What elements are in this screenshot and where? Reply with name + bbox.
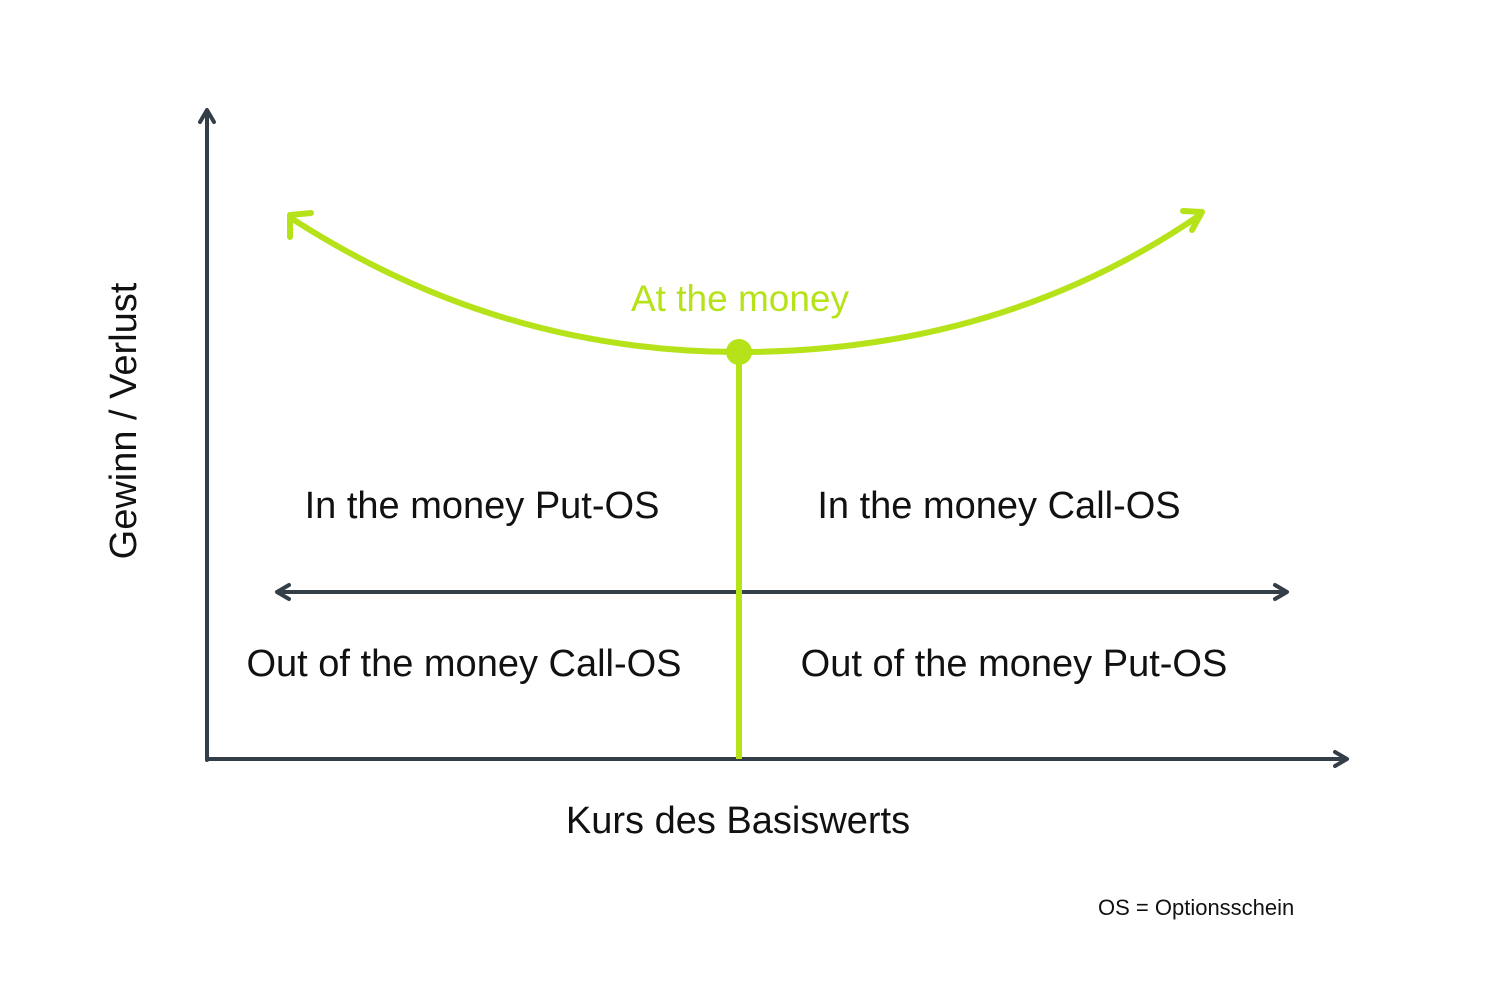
at-the-money-label: At the money [630, 278, 850, 319]
quadrant-label-top-left: In the money Put-OS [304, 485, 660, 527]
divider-right-arrowhead [1273, 583, 1289, 601]
x-axis-arrowhead [1333, 750, 1349, 768]
y-axis-arrowhead [198, 108, 216, 124]
quadrant-label-bottom-left: Out of the money Call-OS [246, 643, 682, 685]
x-axis-label: Kurs des Basiswerts [565, 800, 911, 842]
curve-right-arrowhead [1180, 208, 1205, 233]
y-axis-label: Gewinn / Verlust [103, 282, 145, 560]
quadrant-label-top-right: In the money Call-OS [817, 485, 1181, 527]
quadrant-label-bottom-right: Out of the money Put-OS [800, 643, 1228, 685]
footnote: OS = Optionsschein [1098, 895, 1295, 920]
at-the-money-point [726, 339, 752, 365]
curve-left-arrowhead [287, 210, 314, 240]
divider-left-arrowhead [275, 583, 291, 601]
